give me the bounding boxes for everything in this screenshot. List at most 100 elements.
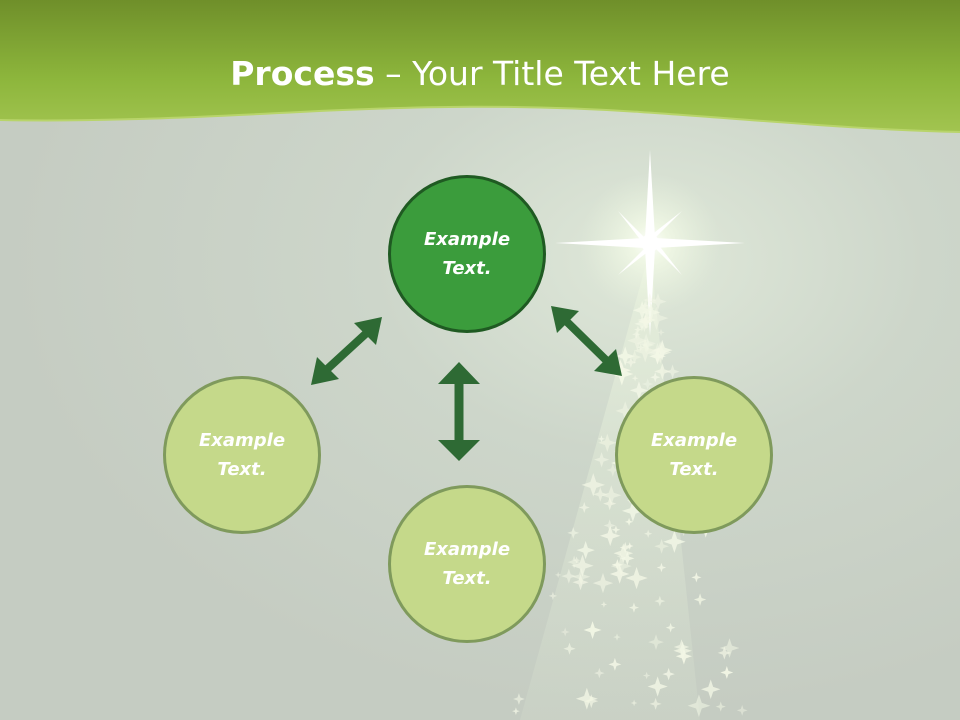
sparkle [621,499,644,522]
star-icon [555,150,745,336]
sparkle [673,641,692,660]
sparkle [603,496,617,511]
sparkle [599,525,621,547]
sparkle [648,634,664,650]
node-left-label: Example Text. [198,430,286,480]
sparkle [644,529,653,538]
title-rest: – Your Title Text Here [374,54,730,93]
arrow-top-left [311,317,382,385]
sparkle [654,363,671,380]
sparkle [642,671,651,680]
sparkle [625,356,637,368]
title-bold: Process [230,54,375,93]
sparkle [636,343,645,352]
sparkle [651,339,673,361]
sparkle [640,338,655,352]
sparkle [663,530,686,553]
sparkle [619,541,631,554]
sparkle [597,435,606,443]
header-highlight [0,105,960,133]
process-node-left[interactable]: Example Text. [163,376,321,534]
sparkle [575,687,598,710]
sparkle [691,572,702,583]
sparkle [563,642,576,655]
sparkle [720,666,734,679]
sparkle [632,300,652,320]
process-node-top[interactable]: Example Text. [388,175,546,333]
header-band [0,0,960,132]
sparkle [613,633,621,641]
sparkle [640,301,650,310]
sparkle [571,554,594,577]
sparkle [700,679,721,700]
sparkle [654,538,670,554]
sparkle [513,693,525,705]
sparkle [665,622,676,633]
sparkle [649,347,666,365]
sparkle [615,346,635,366]
node-right-label: Example Text. [650,430,738,480]
sparkle [638,315,652,328]
process-node-right[interactable]: Example Text. [615,376,773,534]
sparkle [600,601,608,608]
sparkle [560,627,570,637]
sparkle [634,316,650,332]
sparkle [576,541,595,560]
sparkle [601,485,622,506]
sparkle [644,306,669,331]
sparkle [641,302,661,322]
sparkle [584,694,599,709]
sparkle [606,463,620,477]
sparkle [613,543,634,564]
sparkle [594,667,605,679]
process-node-bottom[interactable]: Example Text. [388,485,546,643]
sparkle [620,551,635,566]
sparkle [616,552,625,561]
sparkle [654,595,666,607]
tree-glow [520,250,700,720]
sparkle [639,321,650,332]
sparkle [693,593,707,606]
sparkle [512,707,520,716]
sparkle [629,381,649,400]
sparkle [637,299,655,317]
sparkle [631,374,639,382]
sparkle [642,292,657,308]
sparkle [675,648,693,665]
sparkle [572,567,591,586]
sparkle [592,487,608,502]
sparkle [665,364,680,379]
sparkle [609,564,630,584]
sparkle [715,701,726,712]
node-bottom-label: Example Text. [423,539,511,589]
sparkle [719,638,740,658]
sparkle [561,568,577,584]
sparkle [581,473,606,497]
sparkle [657,328,665,337]
sparkle [567,526,580,539]
sparkle [630,699,638,707]
sparkle [636,333,656,354]
node-top-label: Example Text. [423,229,511,279]
arrow-top-bottom [438,362,480,461]
sparkle [572,556,581,565]
sparkle [608,657,622,671]
sparkle [548,591,558,601]
sparkle [627,330,648,351]
sparkle [611,525,621,535]
sparkle [649,697,662,710]
sparkle [610,555,632,577]
sparkle [615,401,635,421]
sparkle [649,292,667,311]
sparkle [592,572,614,594]
sparkle [633,339,657,363]
sparkle [647,676,668,697]
sparkle [578,501,590,514]
sparkle [598,433,617,452]
sparkle [593,451,610,468]
sparkle [717,646,732,660]
sparkle [641,378,654,390]
